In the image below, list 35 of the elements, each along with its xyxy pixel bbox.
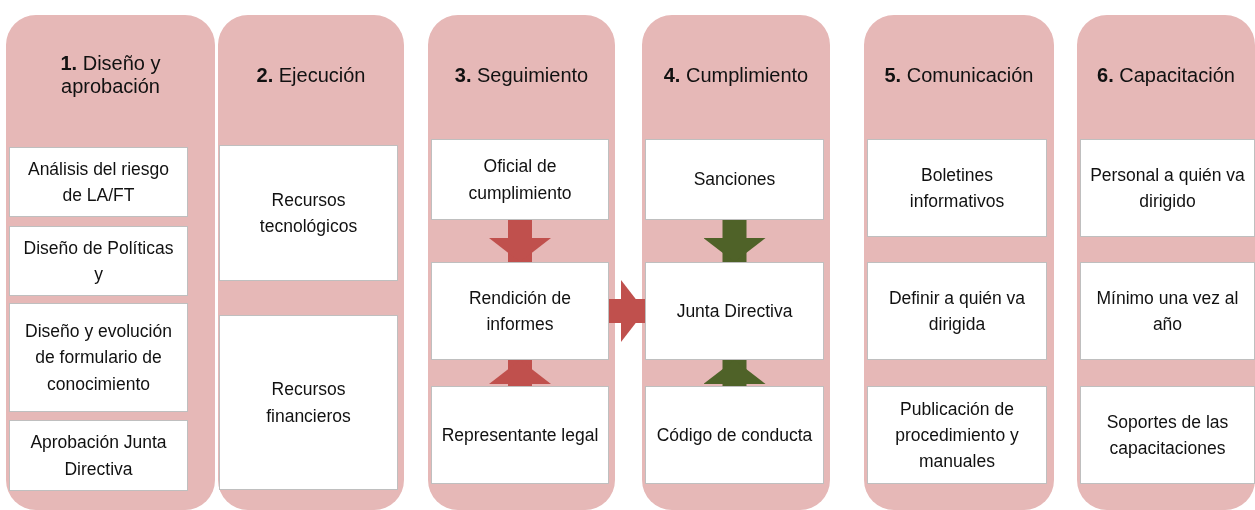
item-card: Código de conducta bbox=[645, 386, 824, 484]
column-panel bbox=[218, 15, 404, 510]
column-heading: 6. Capacitación bbox=[1097, 63, 1235, 87]
column-heading: 1. Diseño y aprobación bbox=[59, 52, 162, 98]
item-card: Boletines informativos bbox=[867, 139, 1047, 237]
item-card: Rendición de informes bbox=[431, 262, 609, 360]
block-arrow bbox=[609, 280, 645, 342]
item-card: Diseño de Políticas y bbox=[9, 226, 188, 296]
item-card: Representante legal bbox=[431, 386, 609, 484]
item-card: Aprobación Junta Directiva bbox=[9, 420, 188, 491]
item-card: Recursos financieros bbox=[219, 315, 398, 490]
column-heading: 5. Comunicación bbox=[884, 63, 1034, 87]
item-card: Definir a quién va dirigida bbox=[867, 262, 1047, 360]
block-arrow bbox=[489, 220, 551, 262]
item-card: Personal a quién va dirigido bbox=[1080, 139, 1255, 237]
column-heading: 3. Seguimiento bbox=[454, 63, 589, 87]
item-card: Diseño y evolución de formulario de conocimiento bbox=[9, 303, 188, 412]
item-card: Recursos tecnológicos bbox=[219, 145, 398, 281]
item-card: Sanciones bbox=[645, 139, 824, 220]
column-panel bbox=[6, 15, 215, 510]
block-arrow bbox=[703, 220, 766, 262]
column-panel bbox=[1077, 15, 1255, 510]
block-arrow bbox=[489, 360, 551, 386]
item-card: Mínimo una vez al año bbox=[1080, 262, 1255, 360]
column-panel bbox=[428, 15, 615, 510]
item-card: Oficial de cumplimiento bbox=[431, 139, 609, 220]
item-card: Análisis del riesgo de LA/FT bbox=[9, 147, 188, 217]
column-heading: 2. Ejecución bbox=[256, 63, 366, 87]
item-card: Soportes de las capacitaciones bbox=[1080, 386, 1255, 484]
column-panel bbox=[864, 15, 1054, 510]
column-heading: 4. Cumplimiento bbox=[663, 63, 809, 87]
item-card: Publicación de procedimiento y manuales bbox=[867, 386, 1047, 484]
column-panel bbox=[642, 15, 830, 510]
item-card: Junta Directiva bbox=[645, 262, 824, 360]
block-arrow bbox=[703, 360, 766, 386]
